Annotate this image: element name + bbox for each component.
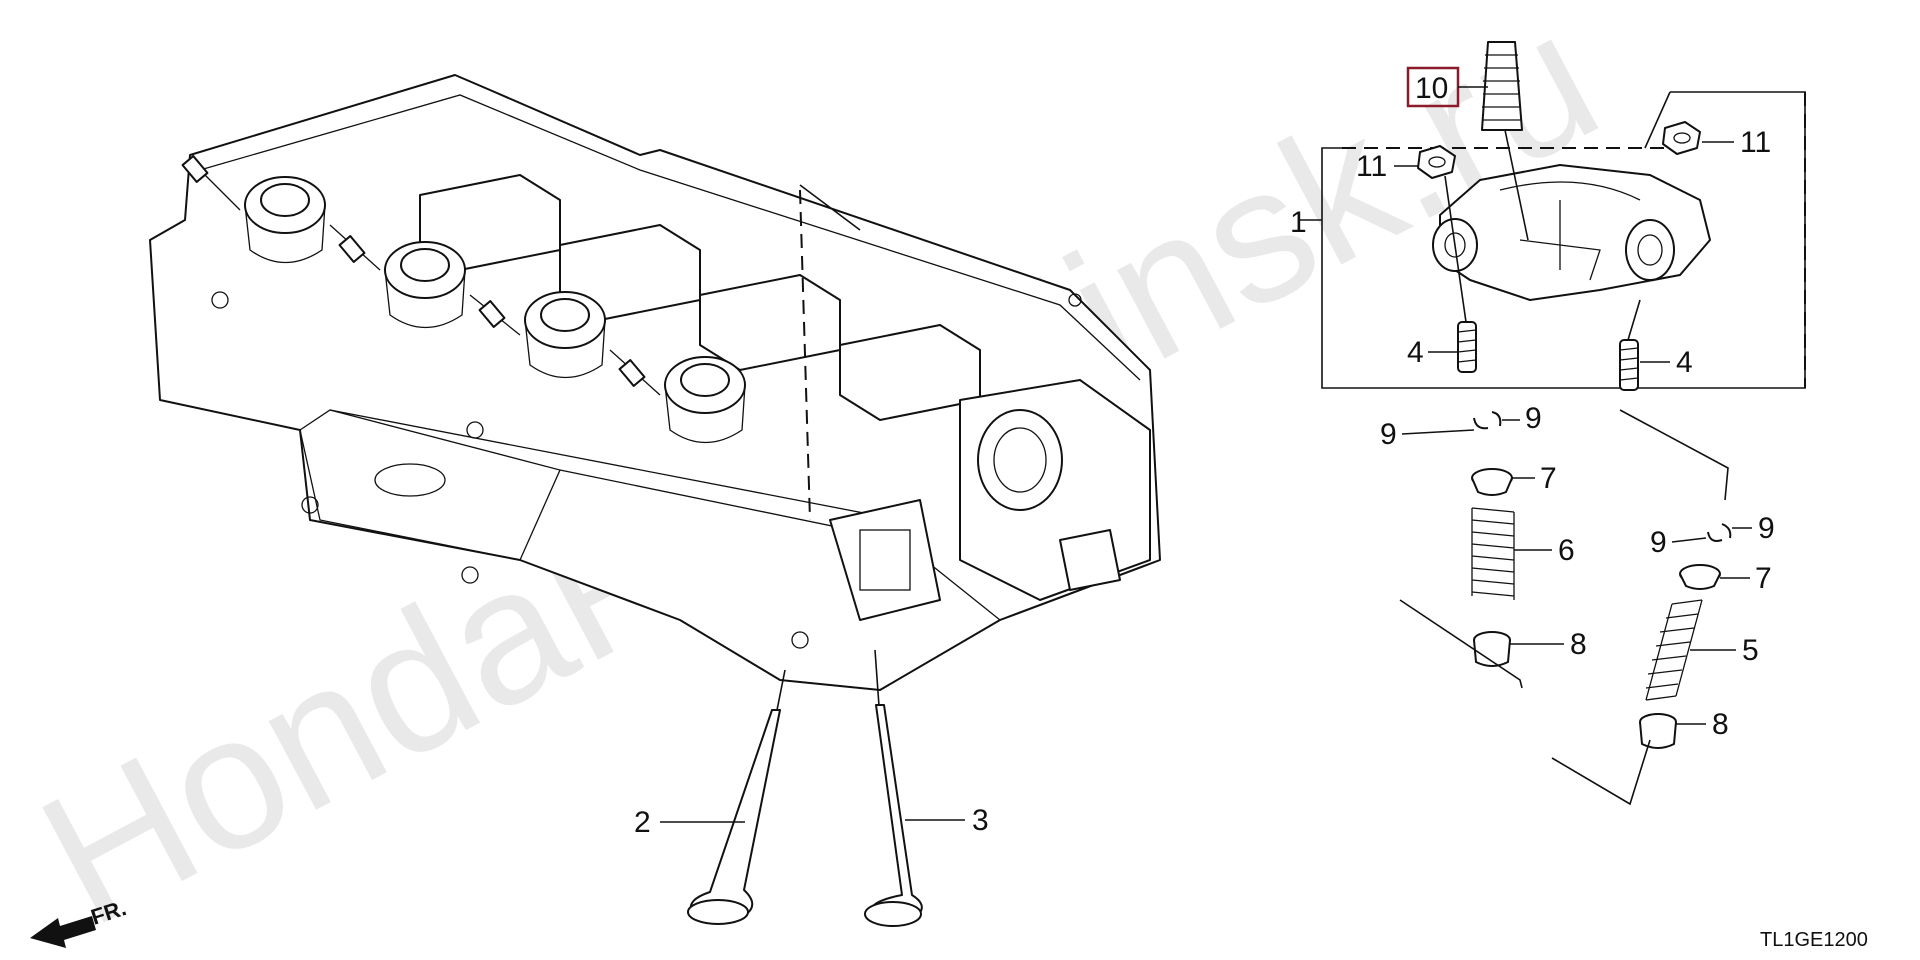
valve-spring-right: [1645, 599, 1703, 701]
callout-7-left: 7: [1540, 462, 1557, 495]
adjusting-screw-right: [1619, 339, 1639, 391]
spark-plug-tube-2: [384, 241, 466, 329]
lock-nut-left: [1417, 145, 1456, 179]
lock-nut-right: [1662, 121, 1701, 155]
callout-2: 2: [634, 806, 651, 839]
callout-11-right: 11: [1740, 126, 1771, 159]
callout-8-right: 8: [1712, 708, 1729, 741]
valve-stem-seal-part: [1481, 41, 1529, 241]
spark-plug-tube-4: [664, 356, 746, 444]
callout-9-b: 9: [1525, 402, 1542, 435]
spark-plug-tube-3: [524, 291, 606, 379]
rocker-arm-assembly-group: [1298, 91, 1806, 391]
diagram-code: TL1GE1200: [1760, 929, 1868, 951]
exhaust-valve-illustration: [864, 704, 923, 927]
cylinder-head-illustration: [149, 74, 1161, 721]
adjusting-screw-left: [1457, 321, 1477, 373]
callout-8-left: 8: [1570, 628, 1587, 661]
callout-7-right: 7: [1755, 562, 1772, 595]
front-arrow-icon: [30, 916, 96, 948]
callout-6: 6: [1558, 534, 1575, 567]
callout-4-right: 4: [1676, 346, 1693, 379]
callout-5: 5: [1742, 634, 1759, 667]
callout-3: 3: [972, 804, 989, 837]
valve-train-stack-left: [1399, 411, 1523, 689]
assembly-bracket: [1321, 91, 1806, 389]
valve-spring-left: [1471, 507, 1515, 600]
spark-plug-tube-1: [244, 176, 326, 264]
callout-9-a: 9: [1380, 418, 1397, 451]
callout-10: 10: [1415, 72, 1448, 105]
callout-11-left: 11: [1356, 150, 1387, 183]
callout-1: 1: [1290, 206, 1307, 239]
valve-train-stack-right: [1551, 409, 1732, 806]
intake-valve-illustration: [687, 709, 781, 925]
callout-9-c: 9: [1650, 526, 1667, 559]
callout-4-left: 4: [1407, 336, 1424, 369]
callout-9-d: 9: [1758, 512, 1775, 545]
